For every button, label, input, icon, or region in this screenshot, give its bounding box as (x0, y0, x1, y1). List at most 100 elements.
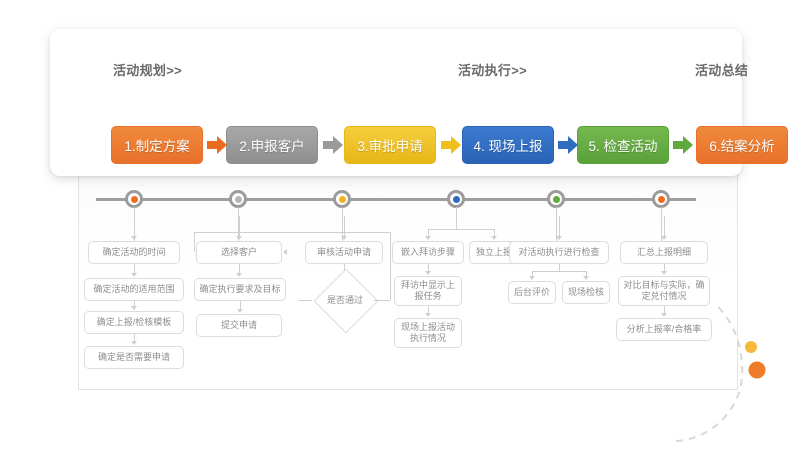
connector-arrow (583, 276, 589, 280)
connector-line (664, 216, 665, 237)
timeline-node-2[interactable] (229, 190, 247, 208)
timeline-node-1[interactable] (125, 190, 143, 208)
connector-line (559, 216, 560, 237)
connector-line (239, 216, 240, 237)
connector-arrow (236, 236, 242, 240)
connector-arrow (131, 306, 137, 310)
connector-line (194, 232, 195, 252)
connector-line (239, 264, 240, 274)
connector-line (664, 306, 665, 314)
timeline-node-dot (130, 195, 138, 203)
step-arrow-4 (558, 136, 578, 154)
connector-line (374, 300, 390, 301)
flow-box-col4-chain-2: 现场上报活动 执行情况 (394, 318, 462, 348)
connector-line (428, 306, 429, 314)
connector-line (134, 264, 135, 274)
step-arrow-3 (441, 136, 461, 154)
flow-box-col5-branch-2: 现场检核 (562, 281, 610, 304)
phase-label: 活动总结 (695, 63, 749, 78)
timeline-stem (555, 207, 557, 245)
connector-line (532, 271, 586, 272)
timeline-stem (237, 207, 239, 245)
step-box-1[interactable]: 1.制定方案 (111, 126, 203, 164)
connector-arrow (491, 236, 497, 240)
step-box-5[interactable]: 5. 检查活动 (577, 126, 669, 164)
timeline-node-dot (338, 195, 346, 203)
connector-arrow (131, 273, 137, 277)
connector-line (586, 271, 587, 277)
step-box-4[interactable]: 4. 现场上报 (462, 126, 554, 164)
flow-box-col2-3: 提交申请 (196, 314, 282, 337)
connector-arrow (661, 236, 667, 240)
connector-arrow (425, 236, 431, 240)
connector-line (194, 232, 390, 233)
flow-box-col4-branch-2: 独立上报 (469, 241, 519, 264)
connector-arrow (341, 236, 347, 240)
connector-line (134, 301, 135, 307)
connector-line (240, 301, 241, 310)
flow-box-col1-4: 确定是否需要申请 (84, 346, 184, 369)
step-arrow-2 (323, 136, 343, 154)
connector-line (456, 216, 457, 229)
connector-arrow (425, 313, 431, 317)
flow-box-col5-head: 对活动执行进行检查 (509, 241, 609, 264)
timeline-node-dot (452, 195, 460, 203)
flow-box-review: 审核活动申请 (305, 241, 383, 264)
connector-line (664, 264, 665, 272)
connector-arrow (661, 271, 667, 275)
timeline-node-dot (552, 195, 560, 203)
phase-label: 活动执行>> (458, 63, 527, 78)
connector-arrow (529, 276, 535, 280)
flow-box-col6-3: 分析上报率/合格率 (616, 318, 712, 341)
timeline-stem (341, 207, 343, 245)
flow-box-col2-2: 确定执行要求及目标 (194, 278, 286, 301)
decorative-dot-1 (745, 341, 757, 353)
flow-box-col1-2: 确定活动的适用范围 (84, 278, 184, 301)
connector-arrow (237, 309, 243, 313)
connector-line (134, 334, 135, 342)
step-box-6[interactable]: 6.结案分析 (696, 126, 788, 164)
timeline-rail (96, 190, 696, 245)
flow-box-col1-3: 确定上报/检核模板 (84, 311, 184, 334)
step-arrow-5 (673, 136, 693, 154)
connector-line (390, 232, 391, 300)
timeline-node-3[interactable] (333, 190, 351, 208)
connector-arrow (283, 249, 287, 255)
timeline-node-dot (657, 195, 665, 203)
step-box-3[interactable]: 3.审批申请 (344, 126, 436, 164)
flow-box-col6-2: 对比目标与实际，确 定兑付情况 (618, 276, 710, 306)
flow-box-col4-branch-1: 嵌入拜访步骤 (392, 241, 464, 264)
process-overview-card: 活动规划>> 活动执行>> 活动总结 1.制定方案 2.申报客户 3.审批申请 4. 现场上… (50, 29, 788, 176)
connector-line (559, 264, 560, 271)
step-box-2[interactable]: 2.申报客户 (226, 126, 318, 164)
connector-line (344, 216, 345, 237)
connector-arrow (236, 273, 242, 277)
timeline-node-5[interactable] (547, 190, 565, 208)
timeline-stem (660, 207, 662, 245)
timeline-node-dot (234, 195, 242, 203)
flow-box-col1-1: 确定活动的时间 (88, 241, 180, 264)
phase-label: 活动规划>> (113, 63, 182, 78)
connector-arrow (425, 271, 431, 275)
timeline-node-4[interactable] (447, 190, 465, 208)
connector-line (532, 271, 533, 277)
connector-line (494, 229, 495, 237)
step-arrow-1 (207, 136, 227, 154)
connector-arrow (131, 236, 137, 240)
connector-line (298, 300, 312, 301)
connector-line (428, 229, 429, 237)
decorative-dot-2 (748, 361, 766, 379)
flow-decision-pass: 是否通过 (312, 268, 379, 334)
flow-box-col2-1: 选择客户 (196, 241, 282, 264)
connector-line (134, 216, 135, 237)
connector-line (428, 229, 494, 230)
connector-arrow (556, 236, 562, 240)
flow-decision-label: 是否通过 (326, 294, 363, 305)
connector-arrow (661, 313, 667, 317)
flow-box-col5-branch-1: 后台评价 (508, 281, 556, 304)
flow-box-col4-chain-1: 拜访中显示上 报任务 (394, 276, 462, 306)
timeline-node-6[interactable] (652, 190, 670, 208)
connector-arrow (131, 341, 137, 345)
connector-line (428, 264, 429, 272)
flow-box-col6-1: 汇总上报明细 (620, 241, 708, 264)
